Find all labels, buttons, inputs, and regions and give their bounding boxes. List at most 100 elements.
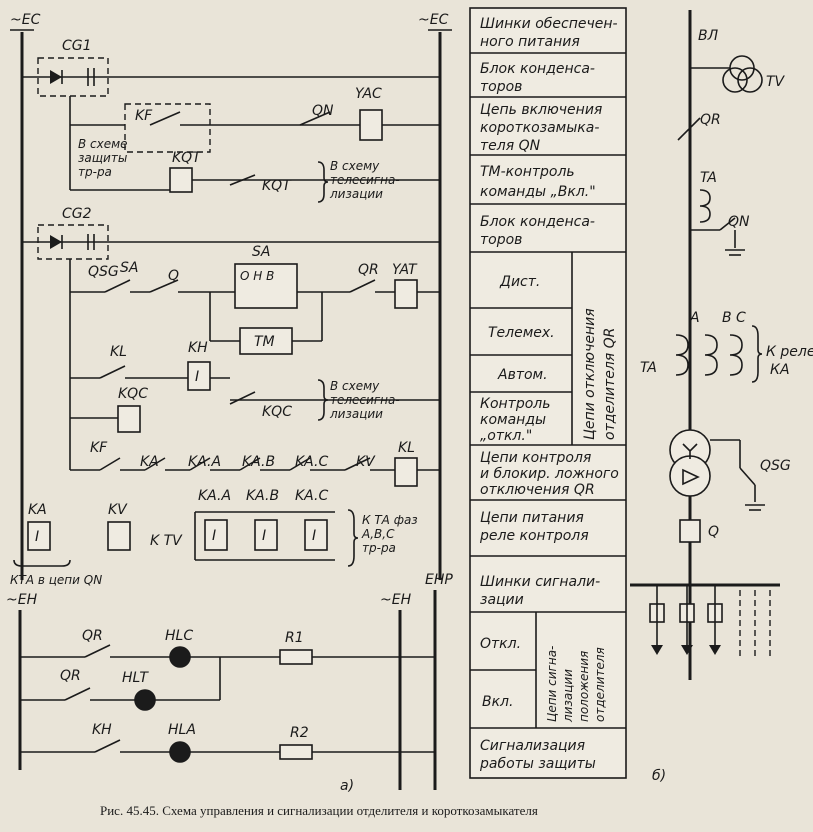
kaa-coil-i: I	[212, 528, 216, 544]
row-trip-v2: отделителя QR	[602, 328, 618, 440]
qsg-right-label: QSG	[760, 458, 791, 474]
ka-label: KA	[140, 454, 159, 470]
row-3c: теля QN	[480, 138, 541, 154]
kv-coil	[107, 521, 131, 551]
row-5a: Блок конденса-	[480, 214, 595, 230]
q-right-label: Q	[708, 524, 719, 540]
note-kta-1: К ТА фаз	[362, 513, 418, 527]
r1-label: R1	[285, 630, 304, 646]
row-avtom: Автом.	[497, 367, 548, 383]
part-b-label: б)	[652, 768, 666, 784]
row-2b: торов	[480, 79, 522, 95]
cg1-diode-icon	[50, 70, 62, 84]
row-3a: Цепь включения	[480, 102, 602, 118]
row-kontrol-1: Контроль	[480, 396, 550, 412]
ta-phase-b-icon	[704, 334, 718, 376]
row-sig-1: Шинки сигнали-	[480, 574, 600, 590]
k-tv-label: K TV	[150, 533, 183, 549]
feeder-3-arrow-icon	[709, 645, 721, 655]
hla-lamp-icon	[169, 741, 191, 763]
note-telesig-b3: лизации	[329, 407, 383, 421]
hla-label: HLA	[168, 722, 196, 738]
row-pos-v2: лизации	[561, 669, 575, 723]
row-on: Вкл.	[482, 694, 513, 710]
row-4a: ТМ-контроль	[480, 164, 575, 180]
row-kontrol-2: команды	[480, 412, 546, 428]
part-a-label: а)	[340, 778, 354, 794]
kh-coil-i: I	[195, 369, 199, 385]
bus-eh-right-label: ~EH	[380, 592, 412, 608]
kh-label: KH	[188, 340, 208, 356]
cg2-diode-icon	[50, 235, 62, 249]
kl-label: KL	[110, 344, 127, 360]
feeder-1-arrow-icon	[651, 645, 663, 655]
note-telesig-a3: лизации	[329, 187, 383, 201]
kqc-coil	[117, 405, 141, 433]
cg2-label: CG2	[62, 206, 92, 222]
bus-eh-left-label: ~EH	[6, 592, 38, 608]
ta-phase-c-icon	[729, 334, 743, 376]
hlt-lamp-icon	[134, 689, 156, 711]
row-prot-1: Сигнализация	[480, 738, 585, 754]
qr-label: QR	[358, 262, 379, 278]
circuit-table	[469, 7, 627, 779]
q-breaker	[679, 519, 701, 543]
kqt2-label: KQT	[262, 178, 292, 194]
bus-ec-right-label: ~EC	[418, 12, 449, 28]
row-power-1: Цепи питания	[480, 510, 584, 526]
qn-label: QN	[312, 103, 334, 119]
yat-label: YAT	[392, 262, 418, 278]
note-telesig-a1: В схему	[330, 159, 380, 173]
kab-coil	[254, 519, 278, 551]
phase-bc-label: B C	[722, 310, 746, 326]
row-dist: Дист.	[499, 274, 540, 290]
kl2-label: KL	[398, 440, 415, 456]
kab2-label: KA.B	[246, 488, 279, 504]
kac2-label: KA.C	[295, 488, 328, 504]
tm-label: TM	[254, 334, 275, 350]
kv-label: KV	[356, 454, 376, 470]
row-2a: Блок конденса-	[480, 61, 595, 77]
note-telesig-a2: телесигна-	[330, 173, 400, 187]
kf2-label: KF	[90, 440, 108, 456]
sa-positions: O H B	[240, 269, 274, 283]
qr-right-label: QR	[700, 112, 721, 128]
r2-resistor	[279, 744, 313, 760]
kqc-label: KQC	[118, 386, 148, 402]
feeder-2-arrow-icon	[681, 645, 693, 655]
row-prot-2: работы защиты	[479, 756, 596, 772]
ta-top-label: TA	[700, 170, 717, 186]
tv-winding-1-icon	[722, 67, 748, 93]
kh2-label: KH	[92, 722, 112, 738]
kl-coil	[394, 457, 418, 487]
transformer-lower-icon	[669, 455, 711, 497]
phase-a-label: A	[689, 310, 700, 326]
kaa-coil	[204, 519, 228, 551]
ka-coil-label: KA	[28, 502, 47, 518]
sa-switch-label: SA	[252, 244, 270, 260]
row-1b: ного питания	[480, 34, 580, 50]
row-5b: торов	[480, 232, 522, 248]
r1-resistor	[279, 649, 313, 665]
row-ctrl-3: отключения QR	[480, 482, 595, 498]
note-v-sheme-2: защиты	[78, 151, 127, 165]
k-rele-1: К реле	[766, 344, 813, 360]
qn-right-label: QN	[728, 214, 750, 230]
row-ctrl-1: Цепи контроля	[480, 450, 591, 466]
kf-block	[124, 103, 211, 153]
row-pos-v3: положения	[577, 651, 591, 722]
note-telesig-b2: телесигна-	[330, 393, 400, 407]
row-4b: команды „Вкл."	[480, 184, 596, 200]
kqc2-label: KQC	[262, 404, 292, 420]
kab-label: KA.B	[242, 454, 275, 470]
row-pos-v1: Цепи сигна-	[545, 646, 559, 722]
q-label: Q	[168, 268, 179, 284]
qsg-label: QSG	[88, 264, 119, 280]
figure-caption: Рис. 45.45. Схема управления и сигнализа…	[100, 803, 538, 818]
sa-label: SA	[120, 260, 138, 276]
kac-coil-i: I	[312, 528, 316, 544]
note-telesig-b1: В схему	[330, 379, 380, 393]
row-ctrl-2: и блокир. ложного	[480, 466, 619, 482]
row-trip-v1: Цепи отключения	[582, 308, 598, 440]
